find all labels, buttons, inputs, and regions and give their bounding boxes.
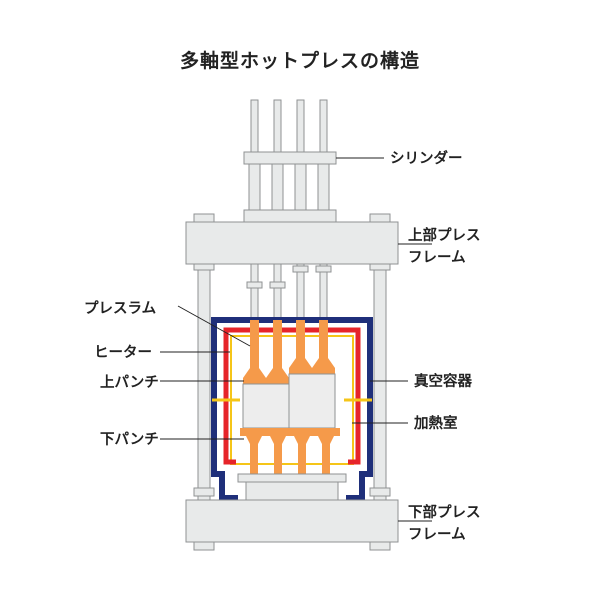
- cylinders: [243, 151, 337, 223]
- cylinder-rods: [250, 99, 328, 156]
- label-heating-chamber: 加熱室: [413, 414, 458, 432]
- label-lower-frame-1: 下部プレス: [408, 503, 481, 521]
- piston-rods: [246, 263, 332, 321]
- label-heater: ヒーター: [94, 344, 152, 361]
- label-upper-frame-1: 上部プレス: [408, 226, 481, 244]
- label-lower-punch: 下パンチ: [100, 431, 159, 448]
- vacuum-vessel: [211, 317, 373, 501]
- press-rams: [243, 320, 335, 384]
- upper-punch-blocks: [242, 373, 336, 429]
- page-title: 多軸型ホットプレスの構造: [179, 50, 420, 72]
- label-vacuum-vessel: 真空容器: [414, 372, 472, 390]
- label-press-ram: プレスラム: [84, 300, 156, 317]
- lower-base: [237, 473, 347, 501]
- label-upper-punch: 上パンチ: [100, 374, 159, 391]
- label-cylinder: シリンダー: [390, 149, 463, 167]
- heater: [223, 327, 361, 465]
- tie-columns: [193, 217, 391, 551]
- upper-press-frame: [185, 213, 399, 265]
- label-upper-frame-2: フレーム: [408, 250, 466, 266]
- lower-press-frame: [185, 499, 399, 551]
- leader-lines: [160, 157, 432, 522]
- label-lower-frame-2: フレーム: [408, 527, 466, 543]
- lower-punch: [240, 428, 340, 474]
